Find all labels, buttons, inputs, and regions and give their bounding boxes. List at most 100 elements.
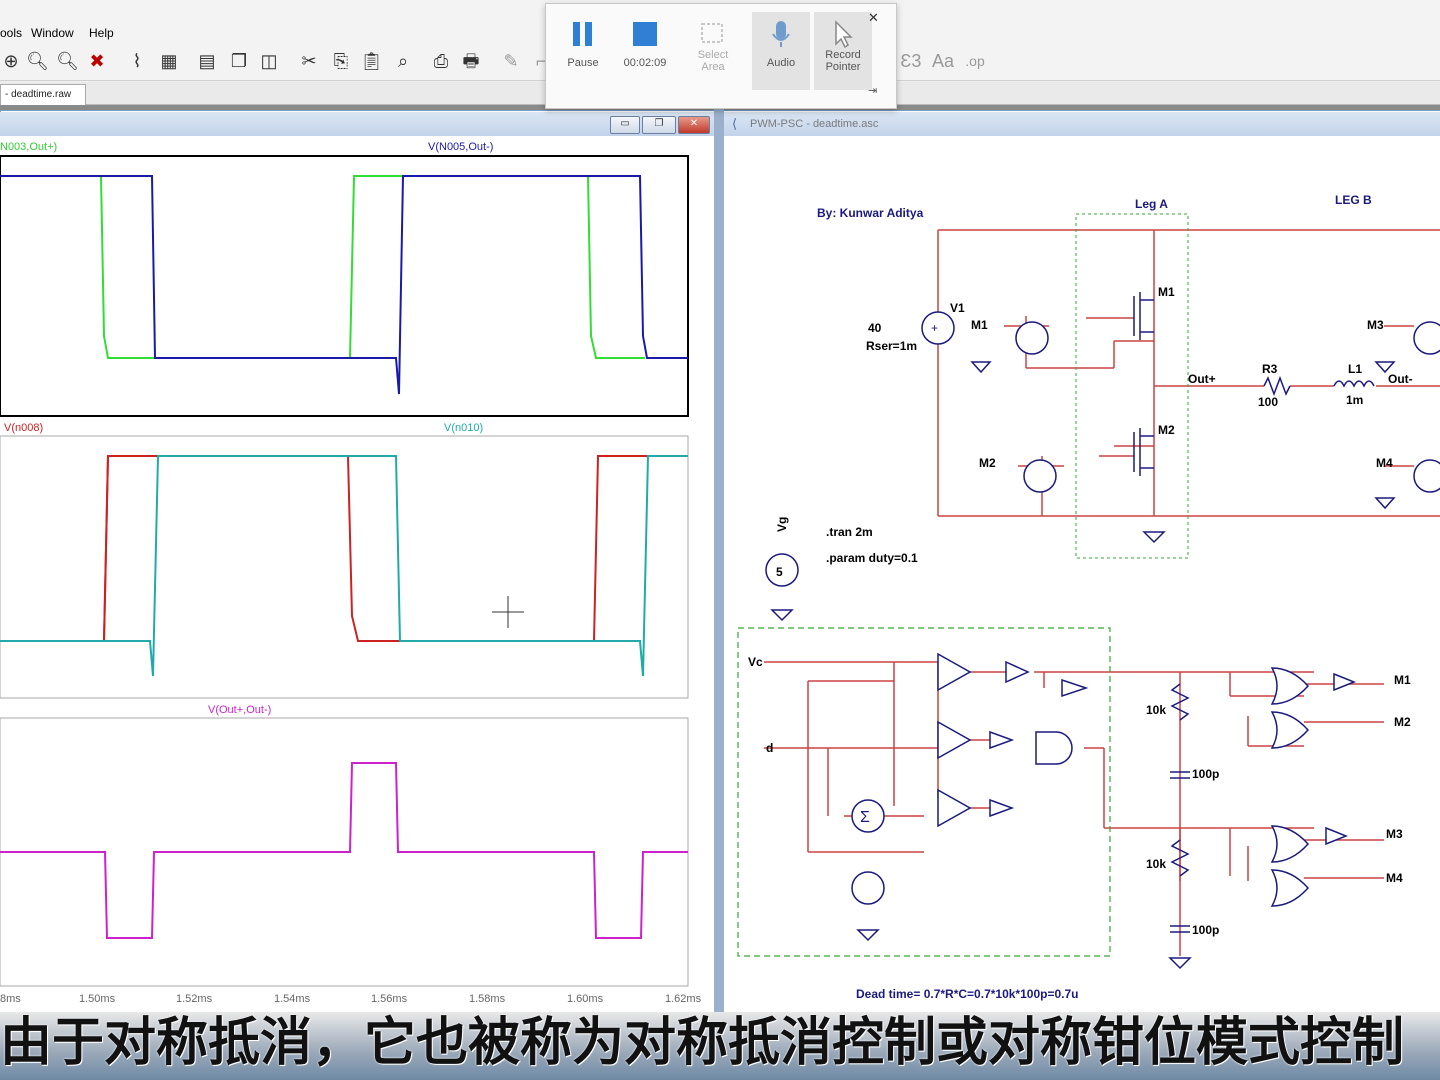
audio-button[interactable]: Audio [752, 12, 810, 90]
window-splitter[interactable] [714, 105, 724, 1015]
inverter-m3[interactable] [1325, 826, 1349, 846]
find-icon[interactable]: ⌕ [397, 51, 409, 71]
zoom-out-icon[interactable]: 🔍︎ [56, 51, 79, 71]
menu-tools[interactable]: ools [0, 26, 23, 40]
mosfet-m2[interactable] [1133, 428, 1154, 476]
comparator-1[interactable] [937, 652, 972, 692]
l1-value[interactable]: 1m [1346, 393, 1363, 407]
tile-horizontal-icon[interactable]: ▤ [198, 51, 216, 71]
gate-source-m2[interactable] [1023, 459, 1057, 493]
capacitor-100p-1[interactable] [1170, 771, 1190, 779]
pin-icon[interactable]: ⇥ [868, 85, 878, 97]
m2-fet-label[interactable]: M2 [1158, 423, 1175, 437]
d-label[interactable]: d [766, 741, 773, 755]
buffer-3[interactable] [989, 798, 1015, 818]
grid-icon[interactable]: ▦ [160, 51, 178, 71]
r-10k-1-label[interactable]: 10k [1146, 703, 1166, 717]
capacitor-100p-2[interactable] [1170, 925, 1190, 933]
out-minus-label[interactable]: Out- [1388, 372, 1413, 386]
and-gate-1[interactable] [1035, 731, 1073, 765]
menu-help[interactable]: Help [89, 26, 114, 40]
waveform-plot-area[interactable]: N003,Out+) V(N005,Out-) V(n008) V(n010) … [0, 136, 714, 1014]
summing-block[interactable] [851, 799, 885, 833]
resistor-10k-2[interactable] [1170, 839, 1190, 877]
gate-source-m3[interactable] [1413, 321, 1440, 355]
inverter-1[interactable] [1061, 678, 1089, 698]
select-area-button[interactable]: Select Area [684, 12, 742, 90]
nor-gate-m2[interactable] [1270, 711, 1310, 749]
close-button[interactable]: ✕ [678, 116, 710, 134]
r3-value[interactable]: 100 [1258, 395, 1278, 409]
schematic-canvas[interactable]: + Σ [724, 136, 1440, 1014]
v1-rser[interactable]: Rser=1m [866, 339, 917, 353]
buffer-2[interactable] [989, 730, 1015, 750]
gate-source-m1[interactable] [1015, 321, 1049, 355]
gate-source-m4[interactable] [1413, 459, 1440, 493]
out-m3-label[interactable]: M3 [1386, 827, 1403, 841]
plot-pane-2[interactable] [0, 435, 689, 699]
vg-label[interactable]: Vg [775, 517, 789, 532]
m1-fet-label[interactable]: M1 [1158, 285, 1175, 299]
nor-gate-m1[interactable] [1270, 667, 1310, 705]
spice-directive-icon[interactable]: .op [965, 53, 985, 69]
r-10k-2-label[interactable]: 10k [1146, 857, 1166, 871]
m3-source-label[interactable]: M3 [1367, 318, 1384, 332]
duty-source[interactable] [851, 871, 885, 905]
zoom-area-icon[interactable]: ⊕ [3, 51, 19, 71]
paste-icon[interactable]: 📋︎ [360, 51, 383, 71]
nor-gate-m4[interactable] [1270, 869, 1310, 907]
zoom-in-icon[interactable]: 🔍︎ [26, 51, 49, 71]
menu-window[interactable]: Window [31, 26, 74, 40]
trace-label-out[interactable]: V(Out+,Out-) [208, 704, 271, 716]
buffer-1[interactable] [1005, 660, 1030, 684]
comparator-3[interactable] [937, 788, 972, 828]
autorange-icon[interactable]: ⌇ [132, 51, 142, 71]
m2-source-label[interactable]: M2 [979, 456, 996, 470]
inverter-m1[interactable] [1333, 672, 1357, 692]
print-icon[interactable]: 🖶︎ [462, 51, 480, 71]
stop-button[interactable]: 00:02:09 [616, 12, 674, 90]
r3-label[interactable]: R3 [1262, 362, 1278, 376]
copy-icon[interactable]: ⎘ [333, 51, 349, 71]
trace-label-n003[interactable]: N003,Out+) [0, 141, 57, 153]
c-100p-1-label[interactable]: 100p [1192, 767, 1219, 781]
pause-button[interactable]: Pause [554, 12, 612, 90]
restore-button[interactable]: ❐ [642, 116, 676, 134]
record-pointer-button[interactable]: Record Pointer [814, 12, 872, 90]
print-preview-icon[interactable]: ⎙ [433, 51, 449, 71]
out-m2-label[interactable]: M2 [1394, 715, 1411, 729]
m1-source-label[interactable]: M1 [971, 318, 988, 332]
v1-label[interactable]: V1 [950, 301, 965, 315]
tile-vertical-icon[interactable]: ◫ [260, 51, 278, 71]
voltage-source-v1[interactable]: + [921, 311, 955, 345]
resistor-r3[interactable] [1263, 375, 1291, 397]
trace-label-n008[interactable]: V(n008) [4, 422, 43, 434]
out-plus-label[interactable]: Out+ [1188, 372, 1216, 386]
out-m4-label[interactable]: M4 [1386, 871, 1403, 885]
comparator-2[interactable] [937, 720, 972, 760]
cascade-icon[interactable]: ❐ [230, 51, 248, 71]
minimize-button[interactable]: ▭ [610, 116, 640, 134]
mirror-icon[interactable]: Ɛ3 [900, 51, 922, 71]
mosfet-m1[interactable] [1133, 292, 1154, 340]
cut-icon[interactable]: ✂ [301, 51, 317, 71]
zoom-cancel-icon[interactable]: ✖ [89, 51, 105, 71]
vc-label[interactable]: Vc [748, 655, 763, 669]
v1-value[interactable]: 40 [868, 321, 882, 335]
m4-source-label[interactable]: M4 [1376, 456, 1393, 470]
inductor-l1[interactable] [1333, 380, 1375, 388]
resistor-10k-1[interactable] [1170, 683, 1190, 721]
l1-label[interactable]: L1 [1348, 362, 1362, 376]
out-m1-label[interactable]: M1 [1394, 673, 1411, 687]
recorder-close-icon[interactable]: ✕ [868, 10, 879, 25]
wire-icon[interactable]: ⌐ [535, 51, 547, 71]
tran-directive[interactable]: .tran 2m [826, 525, 873, 539]
trace-label-n010[interactable]: V(n010) [444, 422, 483, 434]
tab-deadtime-raw[interactable]: - deadtime.raw [0, 84, 86, 105]
plot-pane-1[interactable] [0, 155, 689, 417]
param-directive[interactable]: .param duty=0.1 [826, 551, 918, 565]
vg-source[interactable] [765, 553, 799, 587]
text-icon[interactable]: Aa [932, 51, 955, 71]
nor-gate-m3[interactable] [1270, 825, 1310, 863]
c-100p-2-label[interactable]: 100p [1192, 923, 1219, 937]
